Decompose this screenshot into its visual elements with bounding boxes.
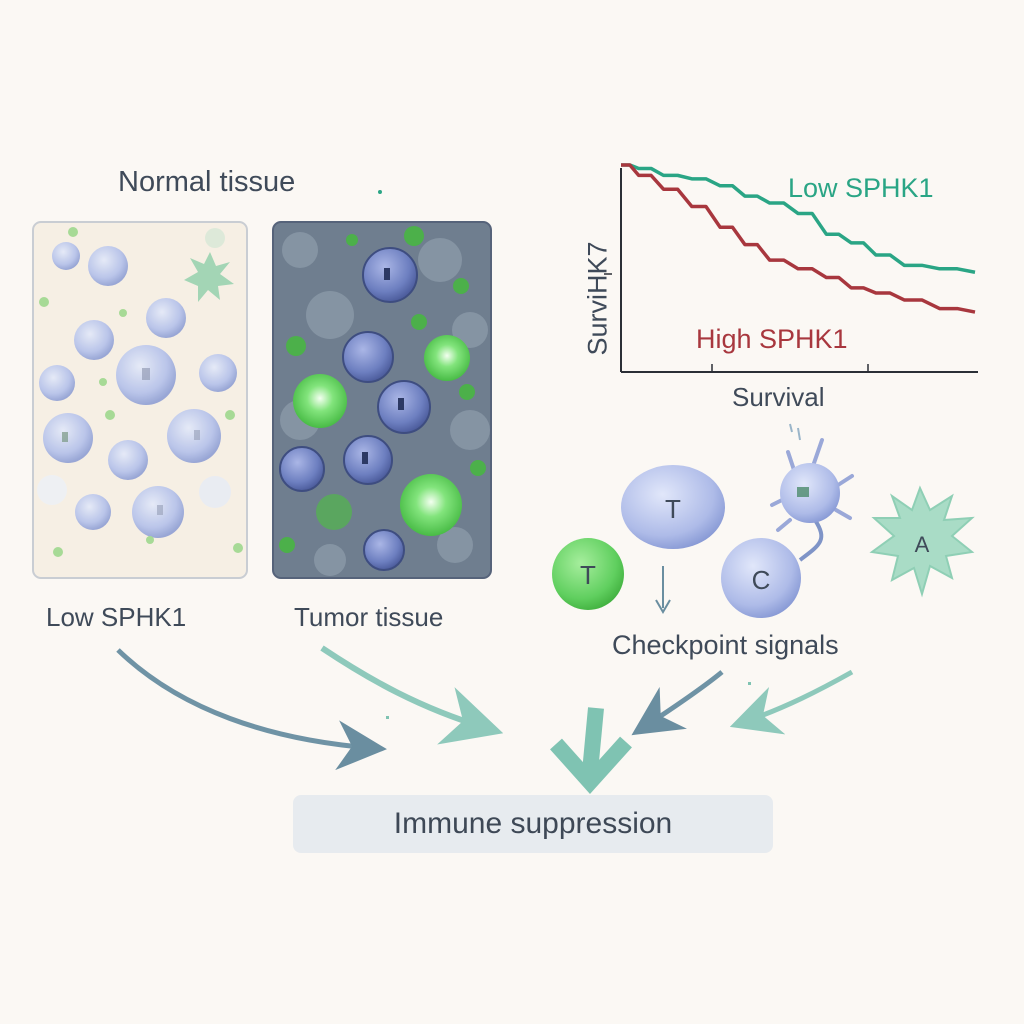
t-cell-green — [552, 538, 624, 610]
tumor-tissue-label: Tumor tissue — [294, 602, 444, 632]
chart-y-axis-label: SurviHK7 — [582, 241, 613, 356]
chart-series-label-low: Low SPHK1 — [788, 173, 934, 203]
arrow-tumor-tissue — [320, 645, 504, 745]
connector-line — [798, 518, 824, 562]
checkpoint-signals-label: Checkpoint signals — [612, 630, 839, 660]
low-sphk1-label: Low SPHK1 — [46, 602, 187, 632]
arrow-low-sphk1 — [116, 648, 387, 771]
c-cell-letter: C — [752, 565, 771, 595]
tumor-tissue-cells — [279, 226, 490, 576]
big-down-arrow — [550, 707, 632, 794]
dendritic-cell — [869, 485, 975, 598]
down-arrow-head — [655, 599, 671, 614]
arrow-checkpoint-left — [631, 670, 724, 736]
c-cell — [721, 538, 801, 618]
normal-tissue-cells — [37, 227, 243, 557]
normal-tissue-title: Normal tissue — [118, 166, 296, 198]
chart-x-axis-label: Survival — [732, 382, 825, 412]
chart-series-label-high: High SPHK1 — [696, 324, 848, 354]
high-sphk1-curve — [621, 163, 976, 314]
arrow-checkpoint-right — [729, 669, 854, 735]
dendritic-cell-letter: A — [915, 532, 930, 557]
low-sphk1-curve — [621, 163, 976, 274]
macrophage-cell — [770, 423, 854, 532]
t-cell-large-letter: T — [665, 494, 681, 524]
t-cell-large — [621, 465, 725, 549]
immune-suppression-box: Immune suppression — [293, 795, 773, 853]
immune-suppression-label: Immune suppression — [393, 807, 673, 840]
t-cell-green-letter: T — [580, 560, 596, 590]
